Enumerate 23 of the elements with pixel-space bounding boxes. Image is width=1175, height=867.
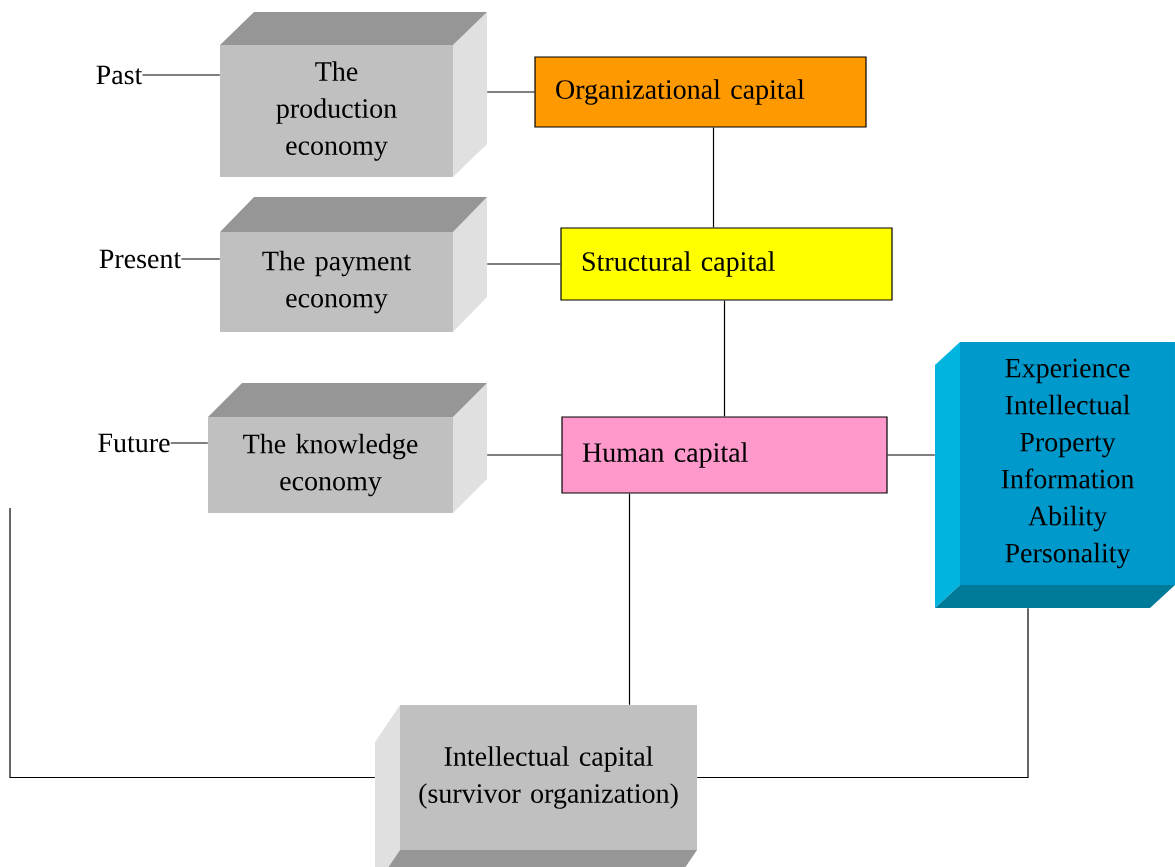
connector-line xyxy=(628,493,631,706)
cube-box: Experience Intellectual Property Information Ability Personality xyxy=(935,342,1175,608)
time-label: Future xyxy=(98,433,170,453)
connector-line xyxy=(170,442,209,444)
cube-box: The knowledge economy xyxy=(208,383,487,513)
connector-line xyxy=(486,91,535,93)
connector-line xyxy=(712,127,715,228)
connector-line xyxy=(887,454,936,456)
connector-line xyxy=(180,258,221,260)
time-label: Past xyxy=(96,65,143,85)
connector-line xyxy=(723,300,726,417)
cube-box: The production economy xyxy=(220,12,487,177)
connector-line xyxy=(696,607,1029,779)
cube-box: The payment economy xyxy=(220,197,487,332)
connector-line xyxy=(9,507,376,779)
connector-line xyxy=(141,74,221,76)
process-box: Human capital xyxy=(561,416,888,494)
connector-line xyxy=(486,263,561,265)
time-label: Present xyxy=(99,249,182,269)
connector-line xyxy=(486,454,562,456)
process-box: Structural capital xyxy=(560,227,893,301)
process-box: Organizational capital xyxy=(534,56,867,128)
cube-box: Intellectual capital (survivor organization) xyxy=(375,705,697,867)
